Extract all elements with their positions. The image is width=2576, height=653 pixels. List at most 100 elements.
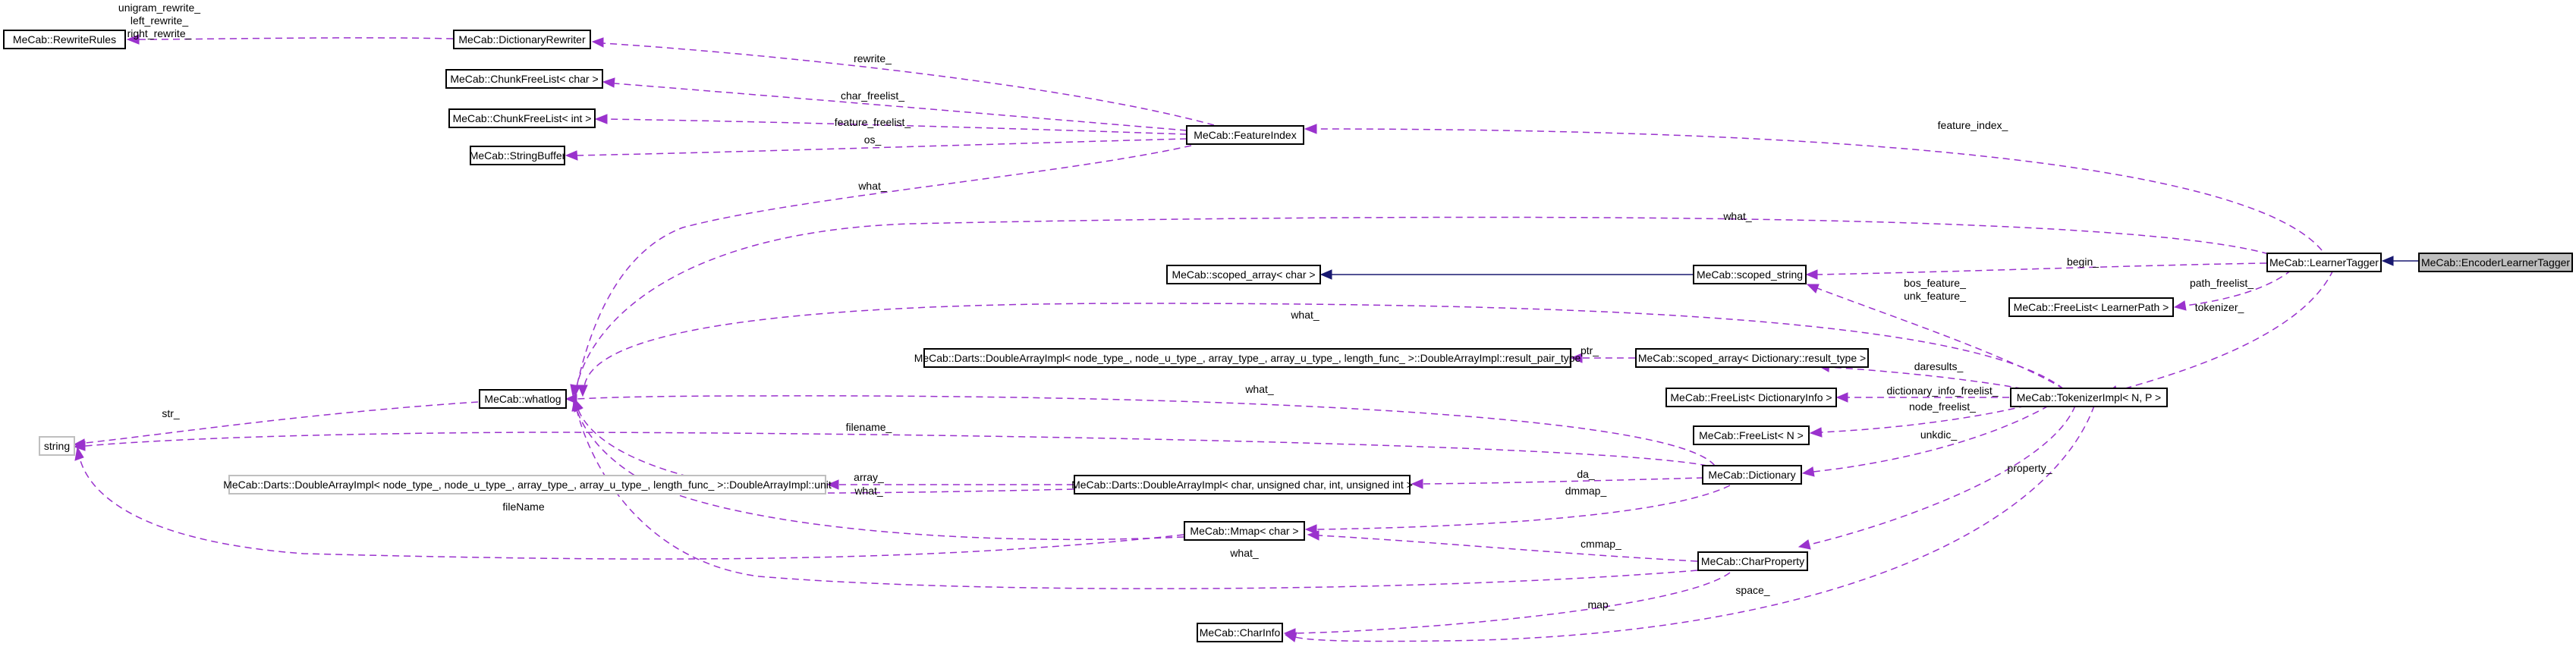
label-filename: filename_ bbox=[846, 421, 892, 433]
edge-labels: unigram_rewrite_ left_rewrite_ right_rew… bbox=[118, 2, 2254, 611]
edge-dictionary-string bbox=[73, 432, 1708, 466]
node-label: MeCab::FeatureIndex bbox=[1194, 129, 1296, 141]
node-label: MeCab::CharProperty bbox=[1701, 555, 1804, 567]
label-property: property_ bbox=[2007, 462, 2052, 474]
node-scoped-array-dict-result[interactable]: MeCab::scoped_array< Dictionary::result_… bbox=[1635, 348, 1869, 368]
label-right-rewrite: right_rewrite_ bbox=[127, 27, 192, 39]
label-what-darts: what_ bbox=[854, 485, 883, 497]
label-char-freelist: char_freelist_ bbox=[841, 89, 904, 102]
node-darts-result-pair-type[interactable]: MeCab::Darts::DoubleArrayImpl< node_type… bbox=[914, 348, 1581, 368]
label-space: space_ bbox=[1735, 584, 1769, 596]
label-what-featureindex: what_ bbox=[857, 180, 887, 192]
edge-scopedstring-inherits-scopedarray bbox=[1319, 269, 1693, 280]
node-mmap-char[interactable]: MeCab::Mmap< char > bbox=[1184, 521, 1305, 541]
label-daresults: daresults_ bbox=[1914, 360, 1964, 372]
node-rewrite-rules[interactable]: MeCab::RewriteRules bbox=[3, 30, 126, 49]
node-scoped-string[interactable]: MeCab::scoped_string bbox=[1693, 265, 1807, 284]
node-freelist-n[interactable]: MeCab::FreeList< N > bbox=[1693, 425, 1810, 445]
label-map: map_ bbox=[1587, 598, 1614, 611]
node-label: MeCab::ChunkFreeList< char > bbox=[450, 73, 598, 85]
node-tokenizer-impl[interactable]: MeCab::TokenizerImpl< N, P > bbox=[2010, 388, 2168, 407]
edge-dartsimpl-unit bbox=[826, 479, 1074, 490]
edge-featureindex-cflint bbox=[594, 114, 1187, 135]
node-label: MeCab::Dictionary bbox=[1708, 469, 1795, 481]
label-cmmap: cmmap_ bbox=[1581, 538, 1621, 550]
label-path-freelist: path_freelist_ bbox=[2190, 277, 2254, 289]
node-freelist-dictionaryinfo[interactable]: MeCab::FreeList< DictionaryInfo > bbox=[1665, 388, 1837, 407]
label-unigram-rewrite: unigram_rewrite_ bbox=[118, 2, 200, 14]
node-chunk-freelist-int[interactable]: MeCab::ChunkFreeList< int > bbox=[448, 108, 596, 128]
node-label: MeCab::scoped_array< Dictionary::result_… bbox=[1638, 352, 1866, 364]
label-what-tokenizer: what_ bbox=[1290, 309, 1319, 321]
edge-dictionary-whatlog bbox=[565, 394, 1716, 466]
node-dictionary[interactable]: MeCab::Dictionary bbox=[1702, 465, 1802, 485]
label-feature-freelist: feature_freelist_ bbox=[835, 116, 911, 128]
node-learner-tagger[interactable]: MeCab::LearnerTagger bbox=[2266, 253, 2382, 272]
edge-tokenizer-fln bbox=[1809, 405, 2027, 438]
node-encoder-learner-tagger[interactable]: MeCab::EncoderLearnerTagger bbox=[2418, 253, 2573, 272]
edge-tokenizer-dictionary bbox=[1801, 405, 2049, 477]
label-what-mmap: what_ bbox=[1229, 547, 1259, 559]
edge-dictrewriter-rewriterules bbox=[126, 34, 454, 45]
label-os: os_ bbox=[864, 133, 882, 146]
node-freelist-learnerpath[interactable]: MeCab::FreeList< LearnerPath > bbox=[2008, 297, 2174, 317]
node-string[interactable]: string bbox=[39, 436, 75, 456]
edge-featureindex-strbuf bbox=[565, 138, 1187, 161]
edge-tokenizer-whatlog bbox=[577, 303, 2065, 397]
label-dictionary-info-freelist: dictionary_info_freelist_ bbox=[1886, 385, 1998, 397]
node-darts-unit[interactable]: MeCab::Darts::DoubleArrayImpl< node_type… bbox=[223, 475, 832, 494]
node-label: MeCab::Mmap< char > bbox=[1190, 525, 1298, 537]
node-chunk-freelist-char[interactable]: MeCab::ChunkFreeList< char > bbox=[445, 69, 603, 89]
node-label: MeCab::LearnerTagger bbox=[2269, 256, 2379, 268]
label-begin: begin_ bbox=[2067, 256, 2099, 268]
edge-tokenizer-charproperty bbox=[1798, 405, 2076, 550]
node-label: MeCab::CharInfo bbox=[1200, 626, 1281, 639]
node-label: MeCab::scoped_string bbox=[1697, 268, 1803, 281]
edge-learner-whatlog bbox=[571, 216, 2269, 397]
node-label: MeCab::DictionaryRewriter bbox=[458, 33, 586, 46]
edge-charproperty-whatlog bbox=[571, 398, 1698, 589]
edge-charproperty-mmap bbox=[1307, 530, 1698, 562]
node-label: string bbox=[44, 440, 70, 452]
edge-scopedarraydict-resultpair bbox=[1570, 353, 1635, 363]
edge-learner-featureindex bbox=[1304, 124, 2323, 251]
node-char-property[interactable]: MeCab::CharProperty bbox=[1697, 551, 1808, 571]
edge-whatlog-string bbox=[73, 401, 479, 449]
edge-tokenizer-fldictinfo bbox=[1835, 392, 2009, 403]
edge-featureindex-cflchar bbox=[602, 77, 1187, 131]
nodes: MeCab::EncoderLearnerTagger MeCab::Learn… bbox=[3, 30, 2573, 642]
label-unkdic: unkdic_ bbox=[1920, 429, 1957, 441]
node-string-buffer[interactable]: MeCab::StringBuffer bbox=[470, 146, 566, 165]
node-darts-double-array-impl[interactable]: MeCab::Darts::DoubleArrayImpl< char, uns… bbox=[1071, 475, 1413, 494]
node-dictionary-rewriter[interactable]: MeCab::DictionaryRewriter bbox=[453, 30, 591, 49]
label-what-learner: what_ bbox=[1722, 210, 1752, 222]
edge-learner-scopedstring bbox=[1805, 262, 2267, 280]
label-left-rewrite: left_rewrite_ bbox=[131, 14, 188, 27]
node-scoped-array-char[interactable]: MeCab::scoped_array< char > bbox=[1166, 265, 1321, 284]
edge-tokenizer-scopedstring bbox=[1806, 284, 2065, 390]
edge-learner-fllearnerpath bbox=[2173, 269, 2292, 311]
label-da: da_ bbox=[1577, 468, 1595, 480]
node-feature-index[interactable]: MeCab::FeatureIndex bbox=[1186, 125, 1304, 145]
node-label: MeCab::FreeList< DictionaryInfo > bbox=[1670, 391, 1832, 403]
node-label: MeCab::whatlog bbox=[484, 393, 561, 405]
edge-tokenizer-charinfo bbox=[1284, 405, 2095, 642]
label-bos-feature: bos_feature_ bbox=[1904, 277, 1966, 289]
node-label: MeCab::RewriteRules bbox=[13, 33, 116, 46]
edge-encoder-inherits-learner bbox=[2381, 256, 2418, 266]
node-char-info[interactable]: MeCab::CharInfo bbox=[1197, 623, 1283, 642]
node-label: MeCab::TokenizerImpl< N, P > bbox=[2017, 391, 2161, 403]
node-whatlog[interactable]: MeCab::whatlog bbox=[479, 389, 567, 409]
label-feature-index: feature_index_ bbox=[1938, 119, 2008, 131]
label-filename-mmap: fileName bbox=[502, 501, 544, 513]
node-label: MeCab::Darts::DoubleArrayImpl< char, uns… bbox=[1071, 479, 1413, 491]
label-rewrite: rewrite_ bbox=[854, 52, 892, 64]
edge-mmap-string bbox=[74, 446, 1184, 560]
label-array: array_ bbox=[854, 471, 884, 483]
label-tokenizer: tokenizer_ bbox=[2195, 301, 2244, 313]
label-str: str_ bbox=[162, 407, 180, 419]
edge-charproperty-charinfo bbox=[1283, 572, 1731, 639]
label-unk-feature: unk_feature_ bbox=[1904, 290, 1966, 302]
node-label: MeCab::Darts::DoubleArrayImpl< node_type… bbox=[223, 479, 832, 491]
